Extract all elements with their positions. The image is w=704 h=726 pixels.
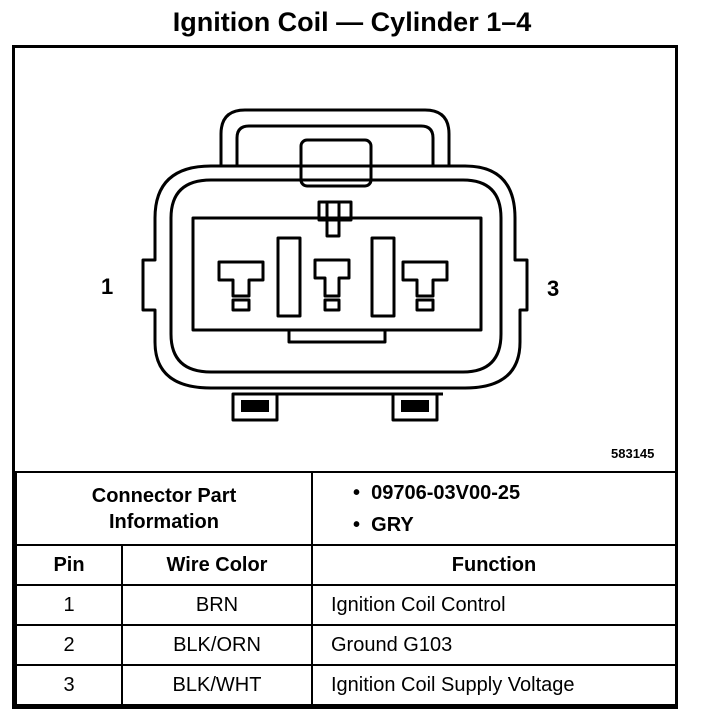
separator-right [370,236,396,318]
foot-right [391,392,439,422]
figure-id: 583145 [611,446,655,461]
header-pin: Pin [15,544,123,586]
connector-frame: 1 3 583145 Connector Part Information • … [12,45,678,709]
table-header-row: Pin Wire Color Function [15,544,677,586]
outer-housing [141,164,529,390]
connector-diagram: 1 3 583145 [15,48,675,471]
connector-drawing [141,108,529,422]
wire-color-cell: BLK/WHT [121,664,313,706]
terminal-1 [217,260,265,298]
locking-tab [219,108,451,168]
separator-left [276,236,302,318]
latch-button [299,138,373,188]
function-cell: Ignition Coil Supply Voltage [311,664,677,706]
foot-left [231,392,279,422]
wire-color-cell: BLK/ORN [121,624,313,666]
pin-3-label: 3 [547,276,560,301]
header-function: Function [311,544,677,586]
header-wire-color: Wire Color [121,544,313,586]
connector-color: • GRY [353,513,414,536]
pin-1-label: 1 [101,274,114,299]
inner-shroud [169,178,503,374]
connector-table: Connector Part Information • 09706-03V00… [15,471,677,706]
connector-part-row: Connector Part Information • 09706-03V00… [15,471,677,546]
terminal-3 [401,260,449,298]
connector-part-info: • 09706-03V00-25 • GRY [311,471,677,546]
pin-cell: 3 [15,664,123,706]
function-cell: Ignition Coil Control [311,584,677,626]
wire-color-cell: BRN [121,584,313,626]
pin-cell: 2 [15,624,123,666]
part-number: • 09706-03V00-25 [353,481,521,504]
function-cell: Ground G103 [311,624,677,666]
pin-cell: 1 [15,584,123,626]
terminal-2 [313,258,351,298]
table-row: 2 BLK/ORN Ground G103 [15,624,677,666]
connector-part-label: Connector Part Information [15,471,313,546]
table-row: 3 BLK/WHT Ignition Coil Supply Voltage [15,664,677,706]
page-title: Ignition Coil — Cylinder 1–4 [172,7,532,37]
table-row: 1 BRN Ignition Coil Control [15,584,677,626]
